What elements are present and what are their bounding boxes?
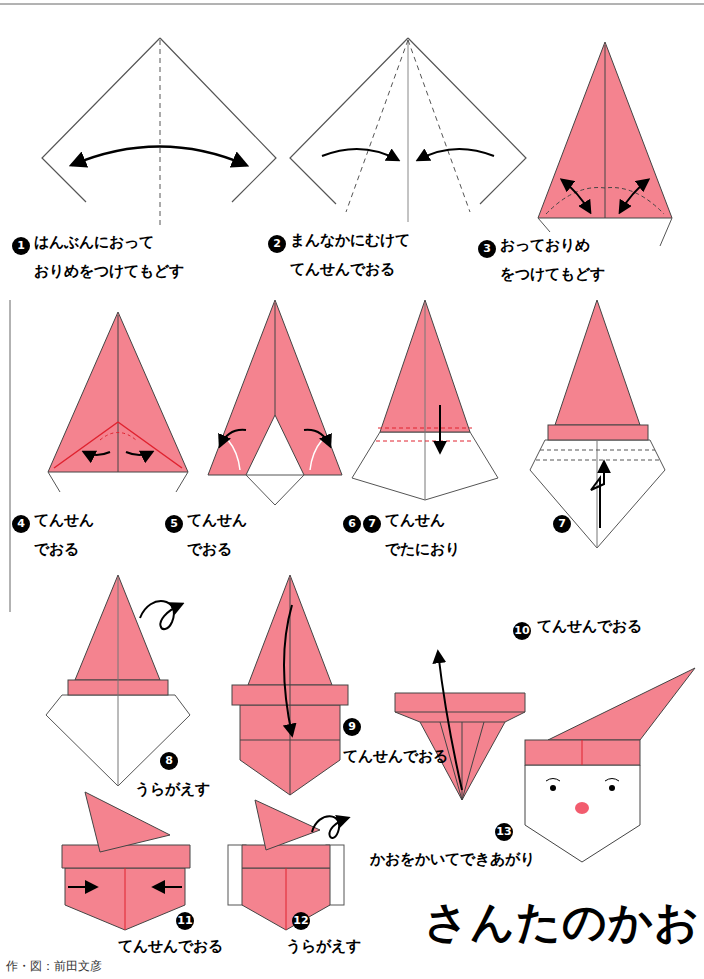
step-instruction: うらがえす bbox=[286, 932, 361, 961]
step-instruction: てんせんでおる bbox=[118, 932, 223, 961]
step5-figure bbox=[208, 300, 342, 505]
step-instruction: かおをかいてできあがり bbox=[370, 845, 535, 874]
step6-figure bbox=[352, 300, 498, 500]
step-number: 5 bbox=[165, 515, 183, 533]
step-number: 4 bbox=[12, 515, 30, 533]
step-number: 12 bbox=[292, 912, 310, 930]
step1-figure bbox=[42, 38, 276, 225]
step-number: 8 bbox=[160, 752, 178, 770]
step-number: 3 bbox=[478, 240, 496, 258]
step-number: 13 bbox=[495, 823, 513, 841]
finished-santa-face bbox=[525, 668, 695, 862]
step-instruction: てんせんでおる bbox=[537, 612, 642, 641]
step-instruction: てんせん でおる bbox=[187, 506, 247, 563]
frame-line bbox=[0, 4, 704, 612]
step-instruction: まんなかにむけて てんせんでおる bbox=[290, 226, 410, 283]
step12-figure bbox=[228, 800, 348, 930]
step-number: 10 bbox=[513, 622, 531, 640]
step7-figure bbox=[530, 300, 665, 548]
step8-figure bbox=[46, 575, 190, 786]
step2-figure bbox=[290, 38, 526, 222]
step11-figure bbox=[62, 792, 190, 930]
title: さんたのかお bbox=[424, 898, 700, 946]
step-instruction: はんぶんにおって おりめをつけてもどす bbox=[34, 228, 184, 285]
step3-figure bbox=[538, 42, 672, 246]
step-instruction: てんせんでおる bbox=[343, 742, 448, 771]
step9-figure bbox=[232, 575, 348, 795]
step-instruction: てんせん でたにおり bbox=[385, 506, 460, 563]
credit-note: 作・図：前田文彦 bbox=[6, 958, 102, 975]
step-number: 7 bbox=[363, 515, 381, 533]
step-number: 11 bbox=[176, 912, 194, 930]
step-number: 9 bbox=[343, 718, 361, 736]
step-number: 6 bbox=[343, 515, 361, 533]
step-instruction: てんせん でおる bbox=[34, 506, 94, 563]
step4-figure bbox=[48, 312, 188, 492]
step-instruction: うらがえす bbox=[135, 775, 210, 804]
step-number: 7 bbox=[553, 515, 571, 533]
step-instruction: おっておりめ をつけてもどす bbox=[500, 231, 605, 288]
step10-figure bbox=[395, 652, 525, 800]
step-number: 2 bbox=[268, 235, 286, 253]
step-number: 1 bbox=[12, 237, 30, 255]
